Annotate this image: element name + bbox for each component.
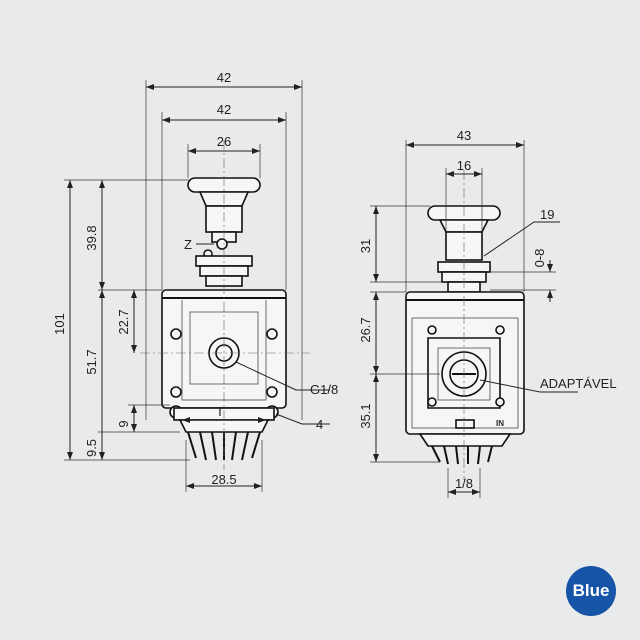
dim-front-overall-width: 42	[217, 70, 231, 85]
dim-side-width: 43	[457, 128, 471, 143]
front-view: 42 42 26 101 39.8 51.7 22.7 9 9.5 28.5 Z…	[52, 70, 338, 492]
dim-front-body-width: 42	[217, 102, 231, 117]
brand-badge: Blue	[566, 566, 616, 616]
dim-front-base-height: 9.5	[84, 439, 99, 457]
dim-side-knob-width: 16	[457, 158, 471, 173]
dim-front-hole-height: 9	[116, 420, 131, 427]
dim-front-total-height: 101	[52, 313, 67, 335]
dim-front-upper-height: 39.8	[84, 225, 99, 250]
dim-side-upper-height: 31	[358, 239, 373, 253]
dim-front-port-height: 22.7	[116, 309, 131, 334]
dim-side-base-width: 1/8	[455, 476, 473, 491]
callout-knob: 19	[540, 207, 554, 222]
label-z: Z	[184, 237, 192, 252]
dim-front-knob-width: 26	[217, 134, 231, 149]
callout-adapter: ADAPTÁVEL	[540, 376, 617, 391]
dim-front-base-width: 28.5	[211, 472, 236, 487]
callout-port: G1/8	[310, 382, 338, 397]
callout-holes: 4	[316, 417, 323, 432]
dim-front-lower-height: 51.7	[84, 349, 99, 374]
label-t: T	[216, 404, 224, 419]
dim-side-lower-height: 35.1	[358, 403, 373, 428]
side-view: 43 16 19 0-8 31 26.7 35.1 1/8 ADAPTÁVEL …	[358, 128, 617, 498]
label-in: IN	[496, 419, 504, 428]
callout-range: 0-8	[532, 249, 547, 268]
dim-side-mid-height: 26.7	[358, 317, 373, 342]
